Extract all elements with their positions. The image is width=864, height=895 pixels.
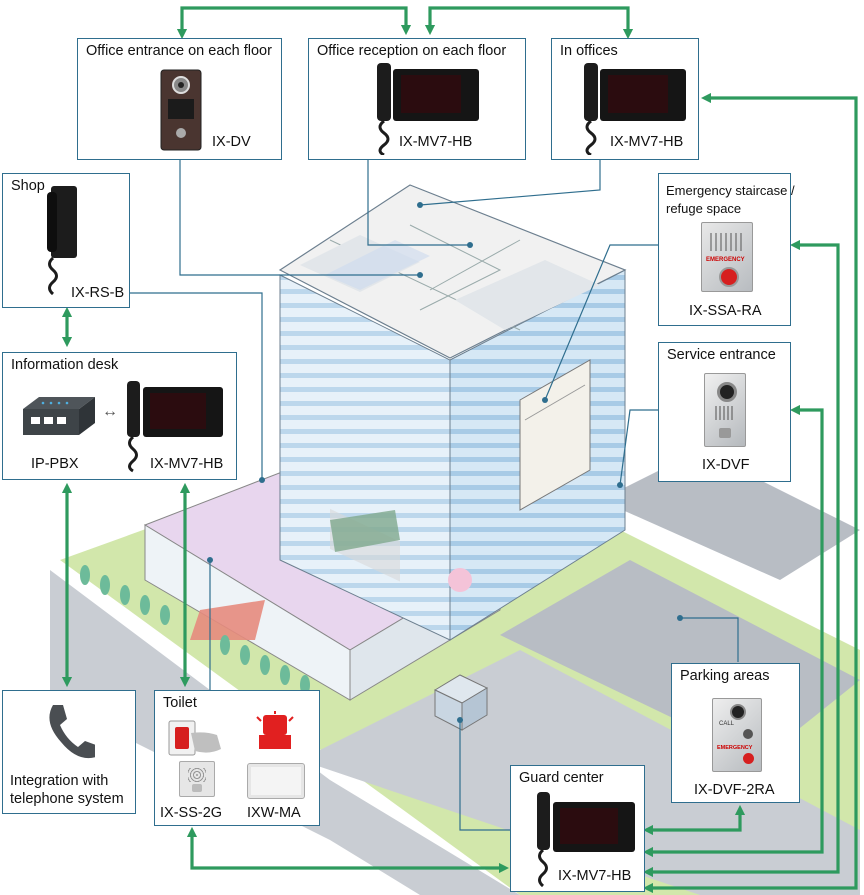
in-offices-model: IX-MV7-HB	[610, 134, 684, 150]
audio-adaptor-icon	[247, 763, 305, 799]
integration-line2: telephone system	[10, 791, 124, 807]
shop-box: Shop IX-RS-B	[2, 173, 130, 308]
emergency-call-button-icon	[168, 720, 221, 756]
parking-box: Parking areas CALL EMERGENCY IX-DVF-2RA	[671, 663, 800, 803]
parking-model: IX-DVF-2RA	[694, 782, 775, 798]
toilet-title: Toilet	[163, 695, 197, 711]
video-monitor-handset-icon	[377, 63, 479, 155]
guard-center-title: Guard center	[519, 770, 604, 786]
office-reception-box: Office reception on each floor IX-MV7-HB	[308, 38, 526, 160]
arrow-guard-offices	[642, 92, 858, 894]
intercom-door-station-icon	[704, 373, 746, 447]
stairwell	[519, 359, 591, 511]
tower-roof	[278, 184, 627, 359]
guard-center-model: IX-MV7-HB	[558, 868, 632, 884]
intercom-door-station-icon	[160, 69, 202, 151]
office-reception-model: IX-MV7-HB	[399, 134, 473, 150]
pbx-model: IP-PBX	[31, 456, 79, 472]
speaker-station-icon	[179, 761, 215, 797]
road-left	[50, 570, 520, 895]
integration-line1: Integration with	[10, 773, 109, 789]
video-monitor-handset-icon	[127, 381, 223, 473]
service-entrance-title: Service entrance	[667, 347, 776, 363]
emergency-station-icon: EMERGENCY	[701, 222, 753, 292]
arrow-toilet-guard	[186, 826, 510, 874]
emergency-title-line1: Emergency staircase /	[666, 183, 795, 198]
parking-title: Parking areas	[680, 668, 770, 684]
service-entrance-model: IX-DVF	[702, 457, 750, 473]
handset-station-icon	[47, 186, 77, 296]
information-desk-title: Information desk	[11, 357, 119, 373]
strobe-light-icon	[256, 711, 294, 749]
pbx-switch-icon	[23, 397, 95, 435]
emergency-panel-text: EMERGENCY	[706, 257, 745, 263]
information-desk-box: Information desk ↔ IP-PBX IX-MV7-HB	[2, 352, 237, 480]
emergency-station-icon: CALL EMERGENCY	[712, 698, 762, 772]
arrow-guard-emergency	[642, 239, 840, 878]
in-offices-box: In offices IX-MV7-HB	[551, 38, 699, 160]
information-desk-model: IX-MV7-HB	[150, 456, 224, 472]
emergency-model: IX-SSA-RA	[689, 303, 762, 319]
shop-model: IX-RS-B	[71, 285, 125, 301]
video-monitor-handset-icon	[584, 63, 686, 155]
office-entrance-model: IX-DV	[212, 134, 251, 150]
office-entrance-box: Office entrance on each floor IX-DV	[77, 38, 282, 160]
toilet-model1: IX-SS-2G	[160, 805, 223, 821]
arrow-entrance-reception	[176, 6, 412, 40]
emergency-box: Emergency staircase / refuge space EMERG…	[658, 173, 795, 326]
arrow-reception-offices	[424, 6, 634, 40]
video-monitor-handset-icon	[537, 792, 635, 888]
pbx-monitor-link-arrow: ↔	[102, 403, 118, 420]
guard-center-box: Guard center IX-MV7-HB	[510, 765, 645, 892]
service-entrance-box: Service entrance IX-DVF	[658, 342, 791, 482]
emergency-title-line2: refuge space	[666, 201, 742, 216]
office-reception-title: Office reception on each floor	[317, 43, 507, 59]
parking-panel-emergency: EMERGENCY	[717, 745, 753, 751]
integration-box: Integration with telephone system	[2, 690, 136, 814]
toilet-box: Toilet IX-SS-2G IXW-MA	[154, 690, 320, 826]
telephone-handset-icon	[49, 705, 95, 759]
toilet-model2: IXW-MA	[247, 805, 301, 821]
parking-panel-call: CALL	[719, 721, 735, 727]
office-entrance-title: Office entrance on each floor	[86, 43, 272, 59]
shop-title: Shop	[11, 178, 45, 194]
in-offices-title: In offices	[560, 43, 618, 59]
